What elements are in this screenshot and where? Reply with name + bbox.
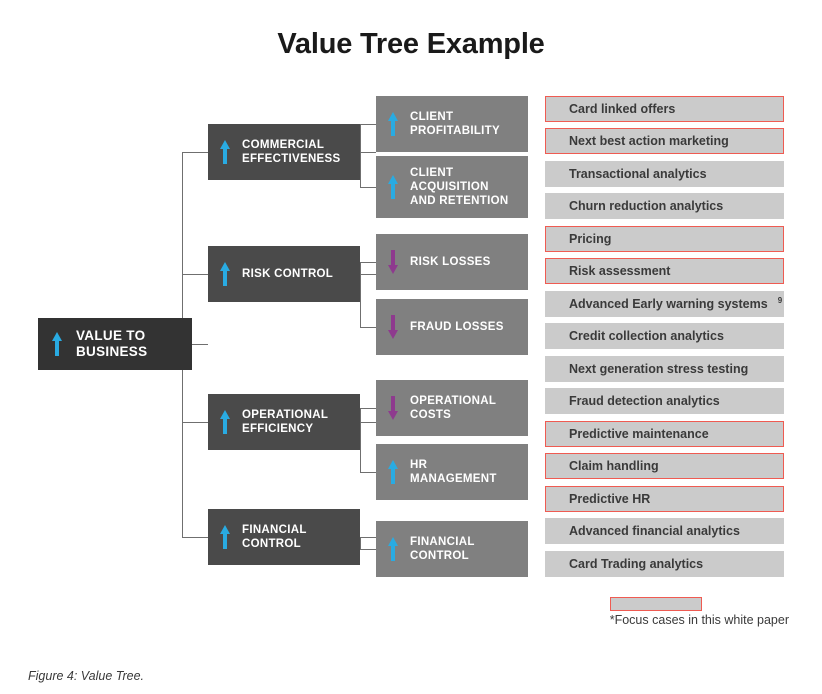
connector-branch-2-out [360, 274, 376, 275]
connector-branch-3-driver-1 [360, 408, 376, 409]
node-label: RISK CONTROL [242, 268, 334, 280]
node-commercial-effectiveness[interactable]: COMMERCIAL EFFECTIVENESS [208, 124, 360, 180]
use-case-label: Predictive HR [569, 492, 651, 506]
node-label: OPERATIONAL COSTS [410, 395, 497, 421]
connector-branch-2-driver-2 [360, 327, 376, 328]
use-case-row[interactable]: Card linked offers [545, 96, 784, 122]
connector-branch-3-driver-2 [360, 472, 376, 473]
node-client-profitability[interactable]: CLIENT PROFITABILITY [376, 96, 528, 152]
node-risk-losses[interactable]: RISK LOSSES [376, 234, 528, 290]
node-risk-control[interactable]: RISK CONTROL [208, 246, 360, 302]
node-operational-costs[interactable]: OPERATIONAL COSTS [376, 380, 528, 436]
use-case-row[interactable]: Churn reduction analytics [545, 193, 784, 219]
node-label: HR MANAGEMENT [410, 459, 497, 485]
node-hr-management[interactable]: HR MANAGEMENT [376, 444, 528, 500]
legend-note: *Focus cases in this white paper [609, 613, 789, 627]
use-case-label: Fraud detection analytics [569, 394, 720, 408]
node-label: FINANCIAL CONTROL [242, 524, 307, 550]
use-case-row[interactable]: Advanced Early warning systems 9 [545, 291, 784, 317]
use-case-row[interactable]: Next best action marketing [545, 128, 784, 154]
arrow-up-cyan-icon [376, 175, 410, 199]
node-label: CLIENT ACQUISITION AND RETENTION [410, 167, 509, 207]
node-label: COMMERCIAL EFFECTIVENESS [242, 139, 341, 165]
use-case-label: Card Trading analytics [569, 557, 704, 571]
use-case-row[interactable]: Credit collection analytics [545, 323, 784, 349]
use-case-row[interactable]: Card Trading analytics [545, 551, 784, 577]
node-label: CLIENT PROFITABILITY [410, 111, 500, 137]
node-label: FRAUD LOSSES [410, 321, 504, 333]
use-case-row[interactable]: Predictive maintenance [545, 421, 784, 447]
connector-branch-4-riser [360, 537, 361, 549]
arrow-down-purple-icon [376, 396, 410, 420]
arrow-up-cyan-icon [376, 112, 410, 136]
figure-caption: Figure 4: Value Tree. [28, 669, 145, 683]
connector-branch-2-riser [360, 262, 361, 327]
use-case-row[interactable]: Transactional analytics [545, 161, 784, 187]
use-case-label: Advanced financial analytics [569, 524, 740, 538]
node-fraud-losses[interactable]: FRAUD LOSSES [376, 299, 528, 355]
use-case-label: Advanced Early warning systems [569, 297, 768, 311]
use-case-label: Pricing [569, 232, 612, 246]
connector-root-out [182, 344, 208, 345]
node-value-to-business[interactable]: VALUE TO BUSINESS [38, 318, 192, 370]
node-label: OPERATIONAL EFFICIENCY [242, 409, 329, 435]
use-case-label: Transactional analytics [569, 167, 707, 181]
use-case-label: Predictive maintenance [569, 427, 709, 441]
connector-branch-3-riser [360, 408, 361, 472]
arrow-up-cyan-icon [208, 410, 242, 434]
connector-branch-1-driver-1 [360, 124, 376, 125]
node-label: RISK LOSSES [410, 256, 491, 268]
use-case-label: Card linked offers [569, 102, 676, 116]
node-label: FINANCIAL CONTROL [410, 536, 475, 562]
node-operational-efficiency[interactable]: OPERATIONAL EFFICIENCY [208, 394, 360, 450]
arrow-up-cyan-icon [38, 332, 76, 356]
use-case-row[interactable]: Pricing [545, 226, 784, 252]
use-case-row[interactable]: Advanced financial analytics [545, 518, 784, 544]
connector-branch-1-driver-2 [360, 187, 376, 188]
use-case-label: Risk assessment [569, 264, 671, 278]
legend-focus-swatch [610, 597, 702, 611]
arrow-up-cyan-icon [376, 537, 410, 561]
connector-branch-1-out [360, 152, 376, 153]
connector-branch-2-driver-1 [360, 262, 376, 263]
arrow-down-purple-icon [376, 315, 410, 339]
use-case-label: Next generation stress testing [569, 362, 749, 376]
arrow-up-cyan-icon [208, 525, 242, 549]
connector-spine-to-branch-4 [182, 537, 208, 538]
connector-branch-1-riser [360, 124, 361, 187]
arrow-up-cyan-icon [208, 262, 242, 286]
use-case-label: Next best action marketing [569, 134, 729, 148]
use-case-row[interactable]: Fraud detection analytics [545, 388, 784, 414]
use-case-row[interactable]: Next generation stress testing [545, 356, 784, 382]
arrow-up-cyan-icon [208, 140, 242, 164]
use-case-label: Churn reduction analytics [569, 199, 724, 213]
node-client-acquisition-and-retention[interactable]: CLIENT ACQUISITION AND RETENTION [376, 156, 528, 218]
connector-branch-4-driver-1 [360, 549, 376, 550]
connector-spine-to-branch-1 [182, 152, 208, 153]
use-case-label: Claim handling [569, 459, 659, 473]
arrow-down-purple-icon [376, 250, 410, 274]
connector-spine-to-branch-3 [182, 422, 208, 423]
connector-spine-to-branch-2 [182, 274, 208, 275]
connector-branch-4-out [360, 537, 376, 538]
node-financial-control[interactable]: FINANCIAL CONTROL [208, 509, 360, 565]
connector-branch-3-out [360, 422, 376, 423]
node-financial-control-driver[interactable]: FINANCIAL CONTROL [376, 521, 528, 577]
use-case-footnote: 9 [777, 295, 783, 305]
use-case-row[interactable]: Predictive HR [545, 486, 784, 512]
use-case-row[interactable]: Risk assessment [545, 258, 784, 284]
node-label: VALUE TO BUSINESS [76, 328, 148, 359]
arrow-up-cyan-icon [376, 460, 410, 484]
use-case-row[interactable]: Claim handling [545, 453, 784, 479]
use-case-label: Credit collection analytics [569, 329, 724, 343]
page-title: Value Tree Example [277, 28, 545, 60]
